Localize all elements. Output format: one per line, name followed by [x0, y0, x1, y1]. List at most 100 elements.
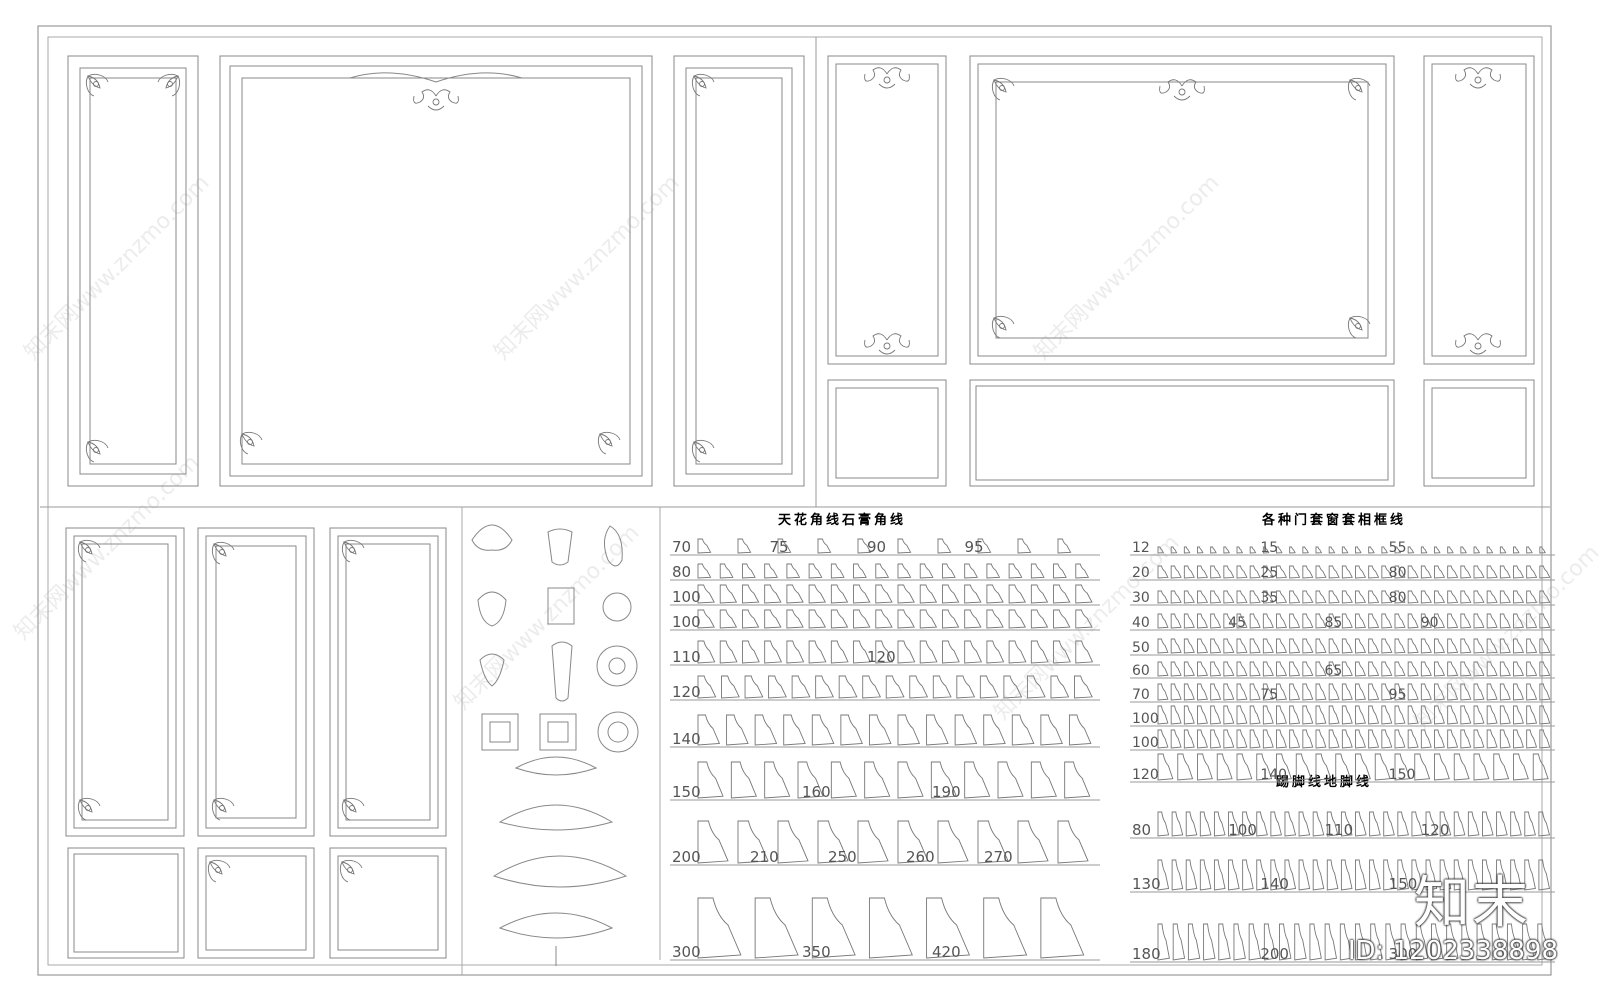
frame-profile: [1460, 729, 1472, 749]
skirting-profile: [1355, 811, 1367, 837]
frame-profile: [1420, 613, 1432, 629]
ceiling-profile: [786, 584, 804, 604]
ceiling-profile: [1068, 714, 1092, 746]
ceiling-profile: [864, 761, 891, 799]
frame-profile: [1368, 661, 1380, 677]
skirting-profile: [1284, 811, 1297, 837]
frame-profile: [1335, 753, 1352, 781]
skirting-profile: [1491, 923, 1505, 961]
ceiling-size-label: 190: [932, 783, 961, 801]
ceiling-size-label: 260: [906, 848, 935, 866]
frame-profile: [1447, 590, 1459, 604]
skirting-profile: [1453, 859, 1466, 891]
frame-profile: [1249, 590, 1261, 604]
ceiling-profile: [941, 640, 960, 664]
ceiling-profile: [840, 714, 863, 746]
ceiling-profile: [983, 714, 1006, 746]
door-window-frame-title: 各种门套窗套相框线: [1261, 512, 1406, 528]
frame-profile: [1197, 683, 1209, 701]
frame-profile: [1341, 729, 1353, 749]
ceiling-profile: [1030, 640, 1049, 664]
frame-profile: [1499, 546, 1507, 554]
frame-profile: [1302, 683, 1314, 701]
ceiling-size-label: 90: [867, 538, 886, 556]
frame-profile: [1262, 613, 1274, 629]
skirting-profile: [1157, 811, 1170, 837]
frame-size-label: 15: [1260, 540, 1278, 556]
ceiling-profile: [926, 714, 949, 746]
frame-profile: [1473, 613, 1485, 629]
frame-profile: [1236, 705, 1248, 725]
ceiling-profile: [926, 897, 971, 959]
frame-profile: [1526, 613, 1538, 629]
frame-profile: [1381, 638, 1393, 654]
skirting-size-label: 200: [1260, 945, 1289, 963]
frame-profile: [1368, 565, 1380, 579]
ceiling-profile: [897, 820, 929, 864]
ceiling-profile: [919, 640, 938, 664]
ceiling-profile: [726, 714, 749, 746]
frame-profile: [1236, 661, 1248, 677]
skirting-profile: [1439, 811, 1452, 837]
ceiling-profile: [986, 563, 1001, 579]
frame-profile: [1407, 546, 1415, 554]
skirting-profile: [1256, 859, 1268, 891]
ceiling-profile: [768, 675, 787, 699]
frame-size-label: 90: [1421, 615, 1439, 631]
frame-profile: [1183, 565, 1195, 579]
frame-profile: [1170, 705, 1182, 725]
skirting-profile: [1187, 923, 1201, 961]
frame-profile: [1539, 638, 1551, 654]
ceiling-profile: [817, 820, 849, 864]
ceiling-size-label: 150: [672, 783, 701, 801]
ceiling-profile: [941, 584, 960, 604]
frame-profile: [1513, 661, 1525, 677]
frame-profile: [1355, 546, 1362, 554]
frame-profile: [1302, 661, 1314, 677]
ceiling-profile: [875, 640, 894, 664]
frame-profile: [1434, 683, 1446, 701]
ceiling-profile: [1030, 563, 1045, 579]
skirting-profile: [1411, 859, 1424, 891]
ceiling-profile: [1026, 675, 1046, 699]
frame-profile: [1197, 590, 1209, 604]
skirting-profile: [1157, 923, 1170, 961]
ceiling-profile: [919, 609, 938, 629]
frame-profile: [1328, 683, 1340, 701]
ceiling-profile: [956, 675, 976, 699]
skirting-profile: [1510, 811, 1522, 837]
frame-profile: [1210, 683, 1222, 701]
frame-profile: [1355, 729, 1366, 749]
frame-profile: [1157, 705, 1169, 725]
ceiling-profile: [721, 675, 740, 699]
frame-profile: [1407, 590, 1419, 604]
frame-profile: [1315, 705, 1327, 725]
frame-size-label: 75: [1260, 687, 1278, 703]
skirting-profile: [1242, 811, 1254, 837]
frame-profile: [1315, 546, 1323, 554]
skirting-profile: [1467, 859, 1480, 891]
ceiling-profile: [1008, 584, 1027, 604]
ceiling-profile: [964, 563, 978, 579]
ceiling-profile: [830, 584, 849, 604]
frame-profile: [1183, 729, 1195, 749]
frame-profile: [1486, 546, 1494, 554]
ceiling-profile: [964, 584, 982, 604]
skirting-profile: [1270, 859, 1282, 891]
ceiling-profile: [754, 714, 778, 746]
frame-profile: [1394, 753, 1411, 781]
frame-profile: [1157, 613, 1169, 629]
ceiling-profile: [897, 761, 924, 799]
ceiling-profile: [983, 897, 1028, 959]
frame-profile: [1249, 613, 1261, 629]
frame-profile: [1223, 546, 1230, 554]
frame-profile: [1302, 705, 1314, 725]
frame-profile: [1289, 565, 1301, 579]
frame-profile: [1328, 565, 1340, 579]
ceiling-profile: [954, 714, 978, 746]
frame-profile: [1434, 638, 1446, 654]
frame-profile: [1473, 729, 1485, 749]
frame-profile: [1486, 683, 1498, 701]
frame-profile: [1170, 613, 1182, 629]
ceiling-profile: [783, 714, 806, 746]
